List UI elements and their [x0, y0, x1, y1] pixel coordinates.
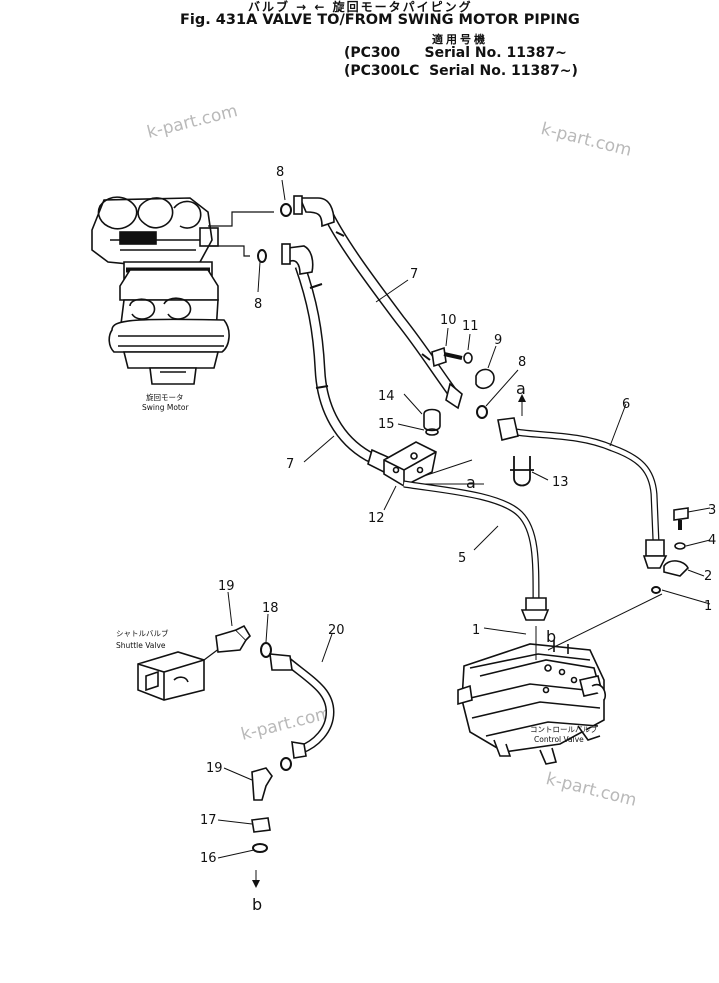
fasteners-right: [651, 507, 689, 594]
leader-lines: [217, 179, 711, 888]
swing-motor: [91, 196, 274, 385]
callout-1: 1: [472, 623, 480, 638]
applicable-serial-label: 適用号機: [432, 33, 488, 46]
callout-4: 4: [708, 533, 716, 548]
pipe-6: [497, 417, 668, 569]
connection-mark-b: b: [252, 895, 262, 914]
connection-mark-a: a: [516, 379, 526, 398]
junction-block-12: [383, 408, 441, 487]
shuttle-valve: [137, 651, 205, 701]
callout-8: 8: [518, 355, 526, 370]
elbow-fitting-19-upper: [215, 624, 272, 658]
callout-13: 13: [552, 475, 569, 490]
swing-motor-label: Swing Motor: [142, 403, 189, 412]
callout-7: 7: [286, 457, 294, 472]
callout-14: 14: [378, 389, 395, 404]
lower-fittings: [251, 767, 273, 853]
callout-2: 2: [704, 569, 712, 584]
callout-19: 19: [218, 579, 235, 594]
pipe-5: [403, 480, 550, 621]
japanese-title: バルブ → ← 旋回モータパイピング: [248, 0, 473, 14]
callout-8: 8: [254, 297, 262, 312]
serial-line-1: (PC300 Serial No. 11387~: [344, 45, 567, 61]
serial-line-2: (PC300LC Serial No. 11387~): [344, 63, 578, 79]
swing-motor-label-jp: 旋回モータ: [146, 392, 184, 402]
callout-3: 3: [708, 503, 716, 518]
figure-title: Fig. 431A VALVE TO/FROM SWING MOTOR PIPI…: [180, 12, 580, 28]
connection-mark-a: a: [466, 473, 476, 492]
callout-9: 9: [494, 333, 502, 348]
shuttle-valve-label: Shuttle Valve: [116, 641, 166, 650]
control-valve: [457, 640, 607, 765]
hose-20: [269, 653, 335, 771]
callout-6: 6: [622, 397, 630, 412]
connection-mark-b: b: [546, 627, 556, 646]
hose-assembly-7: [281, 195, 463, 474]
callout-15: 15: [378, 417, 395, 432]
callout-17: 17: [200, 813, 217, 828]
callout-16: 16: [200, 851, 217, 866]
flange-kit: [431, 346, 495, 419]
callout-19: 19: [206, 761, 223, 776]
callout-20: 20: [328, 623, 345, 638]
callout-10: 10: [440, 313, 457, 328]
callout-12: 12: [368, 511, 385, 526]
u-bolt-13: [510, 456, 534, 487]
callout-1: 1: [704, 599, 712, 614]
control-valve-label: Control Valve: [534, 735, 584, 744]
callout-7: 7: [410, 267, 418, 282]
callout-11: 11: [462, 319, 479, 334]
callout-8: 8: [276, 165, 284, 180]
callout-5: 5: [458, 551, 466, 566]
callout-18: 18: [262, 601, 279, 616]
control-valve-label-jp: コントロールバルブ: [530, 724, 598, 734]
shuttle-valve-label-jp: シャトルバルブ: [116, 628, 169, 638]
o-ring-8-motor: [257, 203, 292, 263]
